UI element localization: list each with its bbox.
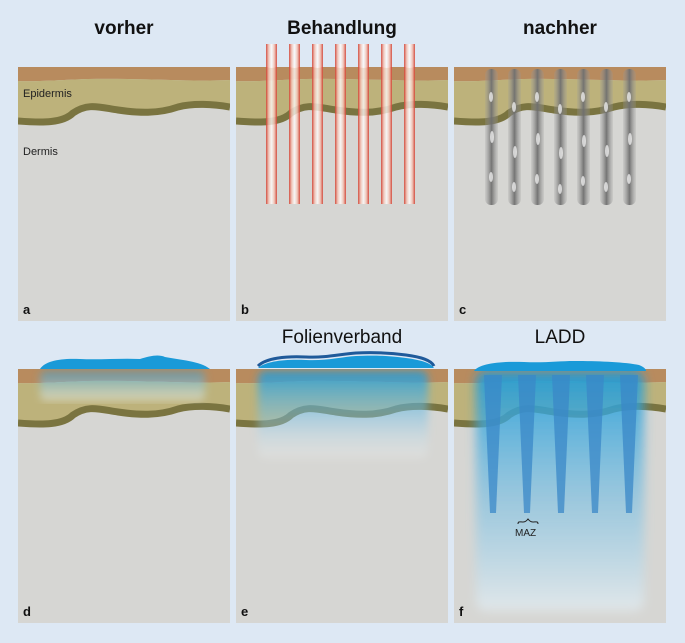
laser-beam: [335, 67, 346, 204]
topical-drug-layer-d: [40, 355, 210, 369]
panel-e-film-dressing: e: [236, 369, 448, 623]
panel-letter-f: f: [459, 604, 464, 619]
panel-letter-e: e: [241, 604, 249, 619]
topical-drug-layer-f: [474, 361, 646, 371]
panel-c-after: c: [454, 67, 666, 321]
skin-cross-section-e: [236, 369, 448, 459]
heading-before: vorher: [94, 18, 154, 39]
film-dressing-layer: [256, 351, 436, 368]
drug-channel: [620, 375, 638, 513]
heading-ladd: LADD: [534, 327, 586, 348]
panel-f-ladd: MAZ f: [454, 369, 666, 623]
ablation-channel: [554, 69, 567, 205]
heading-after: nachher: [523, 18, 597, 39]
maz-brace: [517, 518, 539, 525]
drug-filled-channels: [484, 375, 638, 513]
laser-beams: [266, 67, 415, 204]
panel-a-before: Epidermis Dermis a: [18, 67, 230, 321]
label-dermis: Dermis: [23, 146, 58, 158]
superficial-drug-diffusion: [40, 371, 205, 401]
laser-beam: [358, 67, 369, 204]
film-dressing-outline: [256, 351, 436, 368]
laser-beam: [266, 67, 277, 204]
panel-letter-c: c: [459, 302, 467, 317]
drug-channel: [484, 375, 502, 513]
label-maz: MAZ: [515, 528, 537, 539]
panel-letter-b: b: [241, 302, 249, 317]
panel-letter-a: a: [23, 302, 31, 317]
heading-film-dressing: Folienverband: [281, 327, 403, 348]
skin-cross-section-a: [18, 67, 230, 126]
drug-channel: [586, 375, 604, 513]
label-epidermis: Epidermis: [23, 88, 72, 100]
drug-channel: [552, 375, 570, 513]
heading-treatment: Behandlung: [287, 18, 397, 39]
laser-beam: [381, 67, 392, 204]
skin-cross-section-d: [18, 369, 230, 428]
laser-beam: [404, 67, 415, 204]
ablation-channel: [508, 69, 521, 205]
occluded-drug-diffusion: [258, 371, 428, 459]
panel-b-treatment: b: [236, 67, 448, 321]
skin-cross-section-b: [236, 67, 448, 204]
panel-d-before-topical: d: [18, 369, 230, 623]
ablation-channel: [600, 69, 613, 205]
laser-beam: [312, 67, 323, 204]
drug-channel: [518, 375, 536, 513]
laser-beams-top: [266, 44, 415, 68]
skin-cross-section-c: [454, 67, 666, 205]
skin-cross-section-f: [454, 369, 666, 611]
panel-letter-d: d: [23, 604, 31, 619]
laser-beam: [289, 67, 300, 204]
